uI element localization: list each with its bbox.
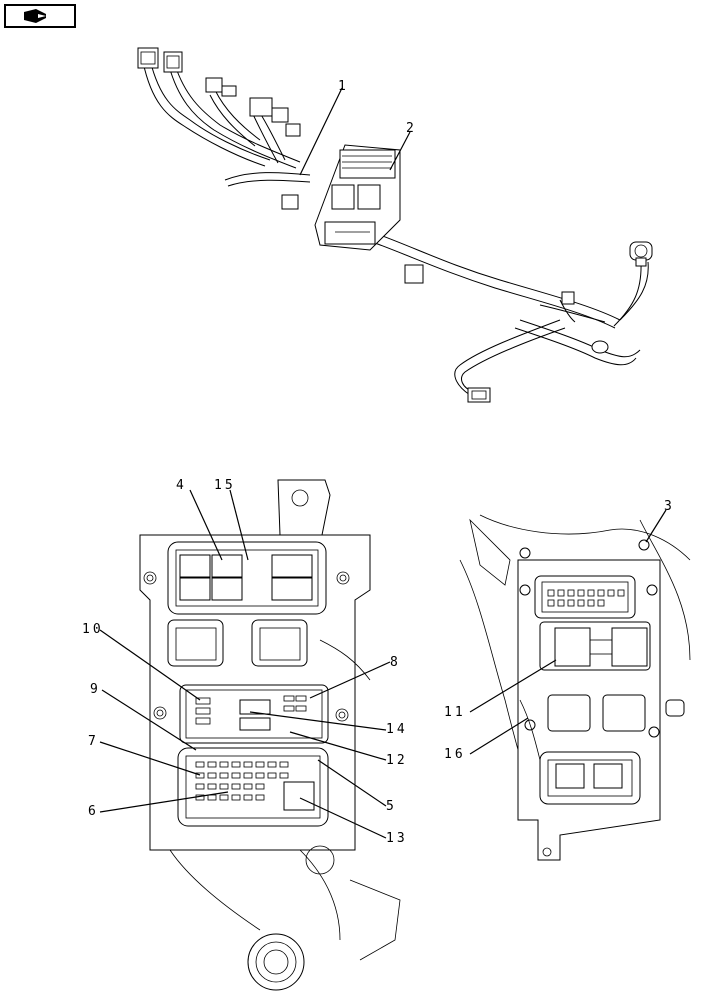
round-connector-top-right [629,241,653,267]
callout-15-label: 15 [214,478,236,493]
callout-8-label: 8 [390,655,401,670]
callout-1: 1 [299,79,349,176]
callout-13-label: 13 [386,831,408,846]
callout-6: 6 [88,791,229,819]
central-fuse-module [314,144,401,251]
fuse-grid [195,761,315,811]
navigation-button[interactable] [4,4,76,28]
callout-12-label: 12 [386,753,408,768]
callout-14-label: 14 [386,722,408,737]
fuse-box-installed-view [459,514,691,861]
callout-13: 13 [299,797,408,846]
callout-5: 5 [317,759,397,814]
callout-14: 14 [249,711,408,737]
callout-8: 8 [309,655,401,699]
callout-1-label: 1 [338,79,349,94]
callout-10-label: 10 [82,622,104,637]
callout-11: 11 [444,659,557,720]
callout-9: 9 [90,682,197,751]
callout-16: 16 [444,717,529,762]
callout-15: 15 [214,478,249,561]
callout-7-label: 7 [88,734,99,749]
fuse-box-front-view [139,479,401,991]
callout-3-label: 3 [664,499,675,514]
page-navigation-arrow-icon [24,9,46,23]
callout-12: 12 [289,731,408,768]
callout-11-label: 11 [444,705,466,720]
callout-9-label: 9 [90,682,101,697]
callout-2-label: 2 [406,121,417,136]
callout-16-label: 16 [444,747,466,762]
callout-10: 10 [82,622,201,701]
callout-4-label: 4 [176,478,187,493]
callout-5-label: 5 [386,799,397,814]
callout-2: 2 [389,121,417,171]
wire-harness-assembly [137,47,653,403]
callout-4: 4 [176,478,223,561]
callout-6-label: 6 [88,804,99,819]
callout-7: 7 [88,734,201,776]
callout-3: 3 [645,499,675,543]
